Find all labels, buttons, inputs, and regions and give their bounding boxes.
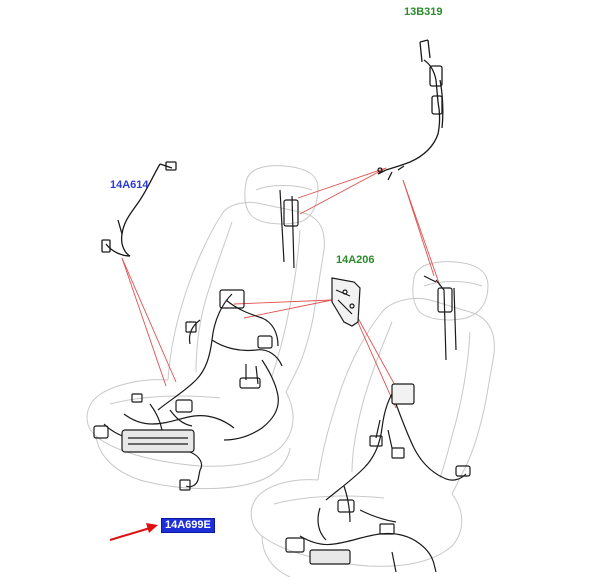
harness-14a614: [101, 161, 177, 257]
red-pointer-arrow-icon: [109, 523, 158, 541]
harness-13b319: [377, 39, 444, 181]
front-seat-outline: [86, 165, 325, 490]
front-seat-harness: [93, 189, 299, 491]
rear-seat-outline: [250, 261, 495, 577]
callout-14a699e-selected[interactable]: 14A699E: [161, 518, 215, 533]
rear-seat-harness: [285, 275, 471, 573]
callout-14a206[interactable]: 14A206: [336, 254, 375, 266]
callout-14a614[interactable]: 14A614: [110, 179, 149, 191]
module-14a206: [331, 277, 361, 327]
callout-13b319[interactable]: 13B319: [404, 6, 443, 18]
